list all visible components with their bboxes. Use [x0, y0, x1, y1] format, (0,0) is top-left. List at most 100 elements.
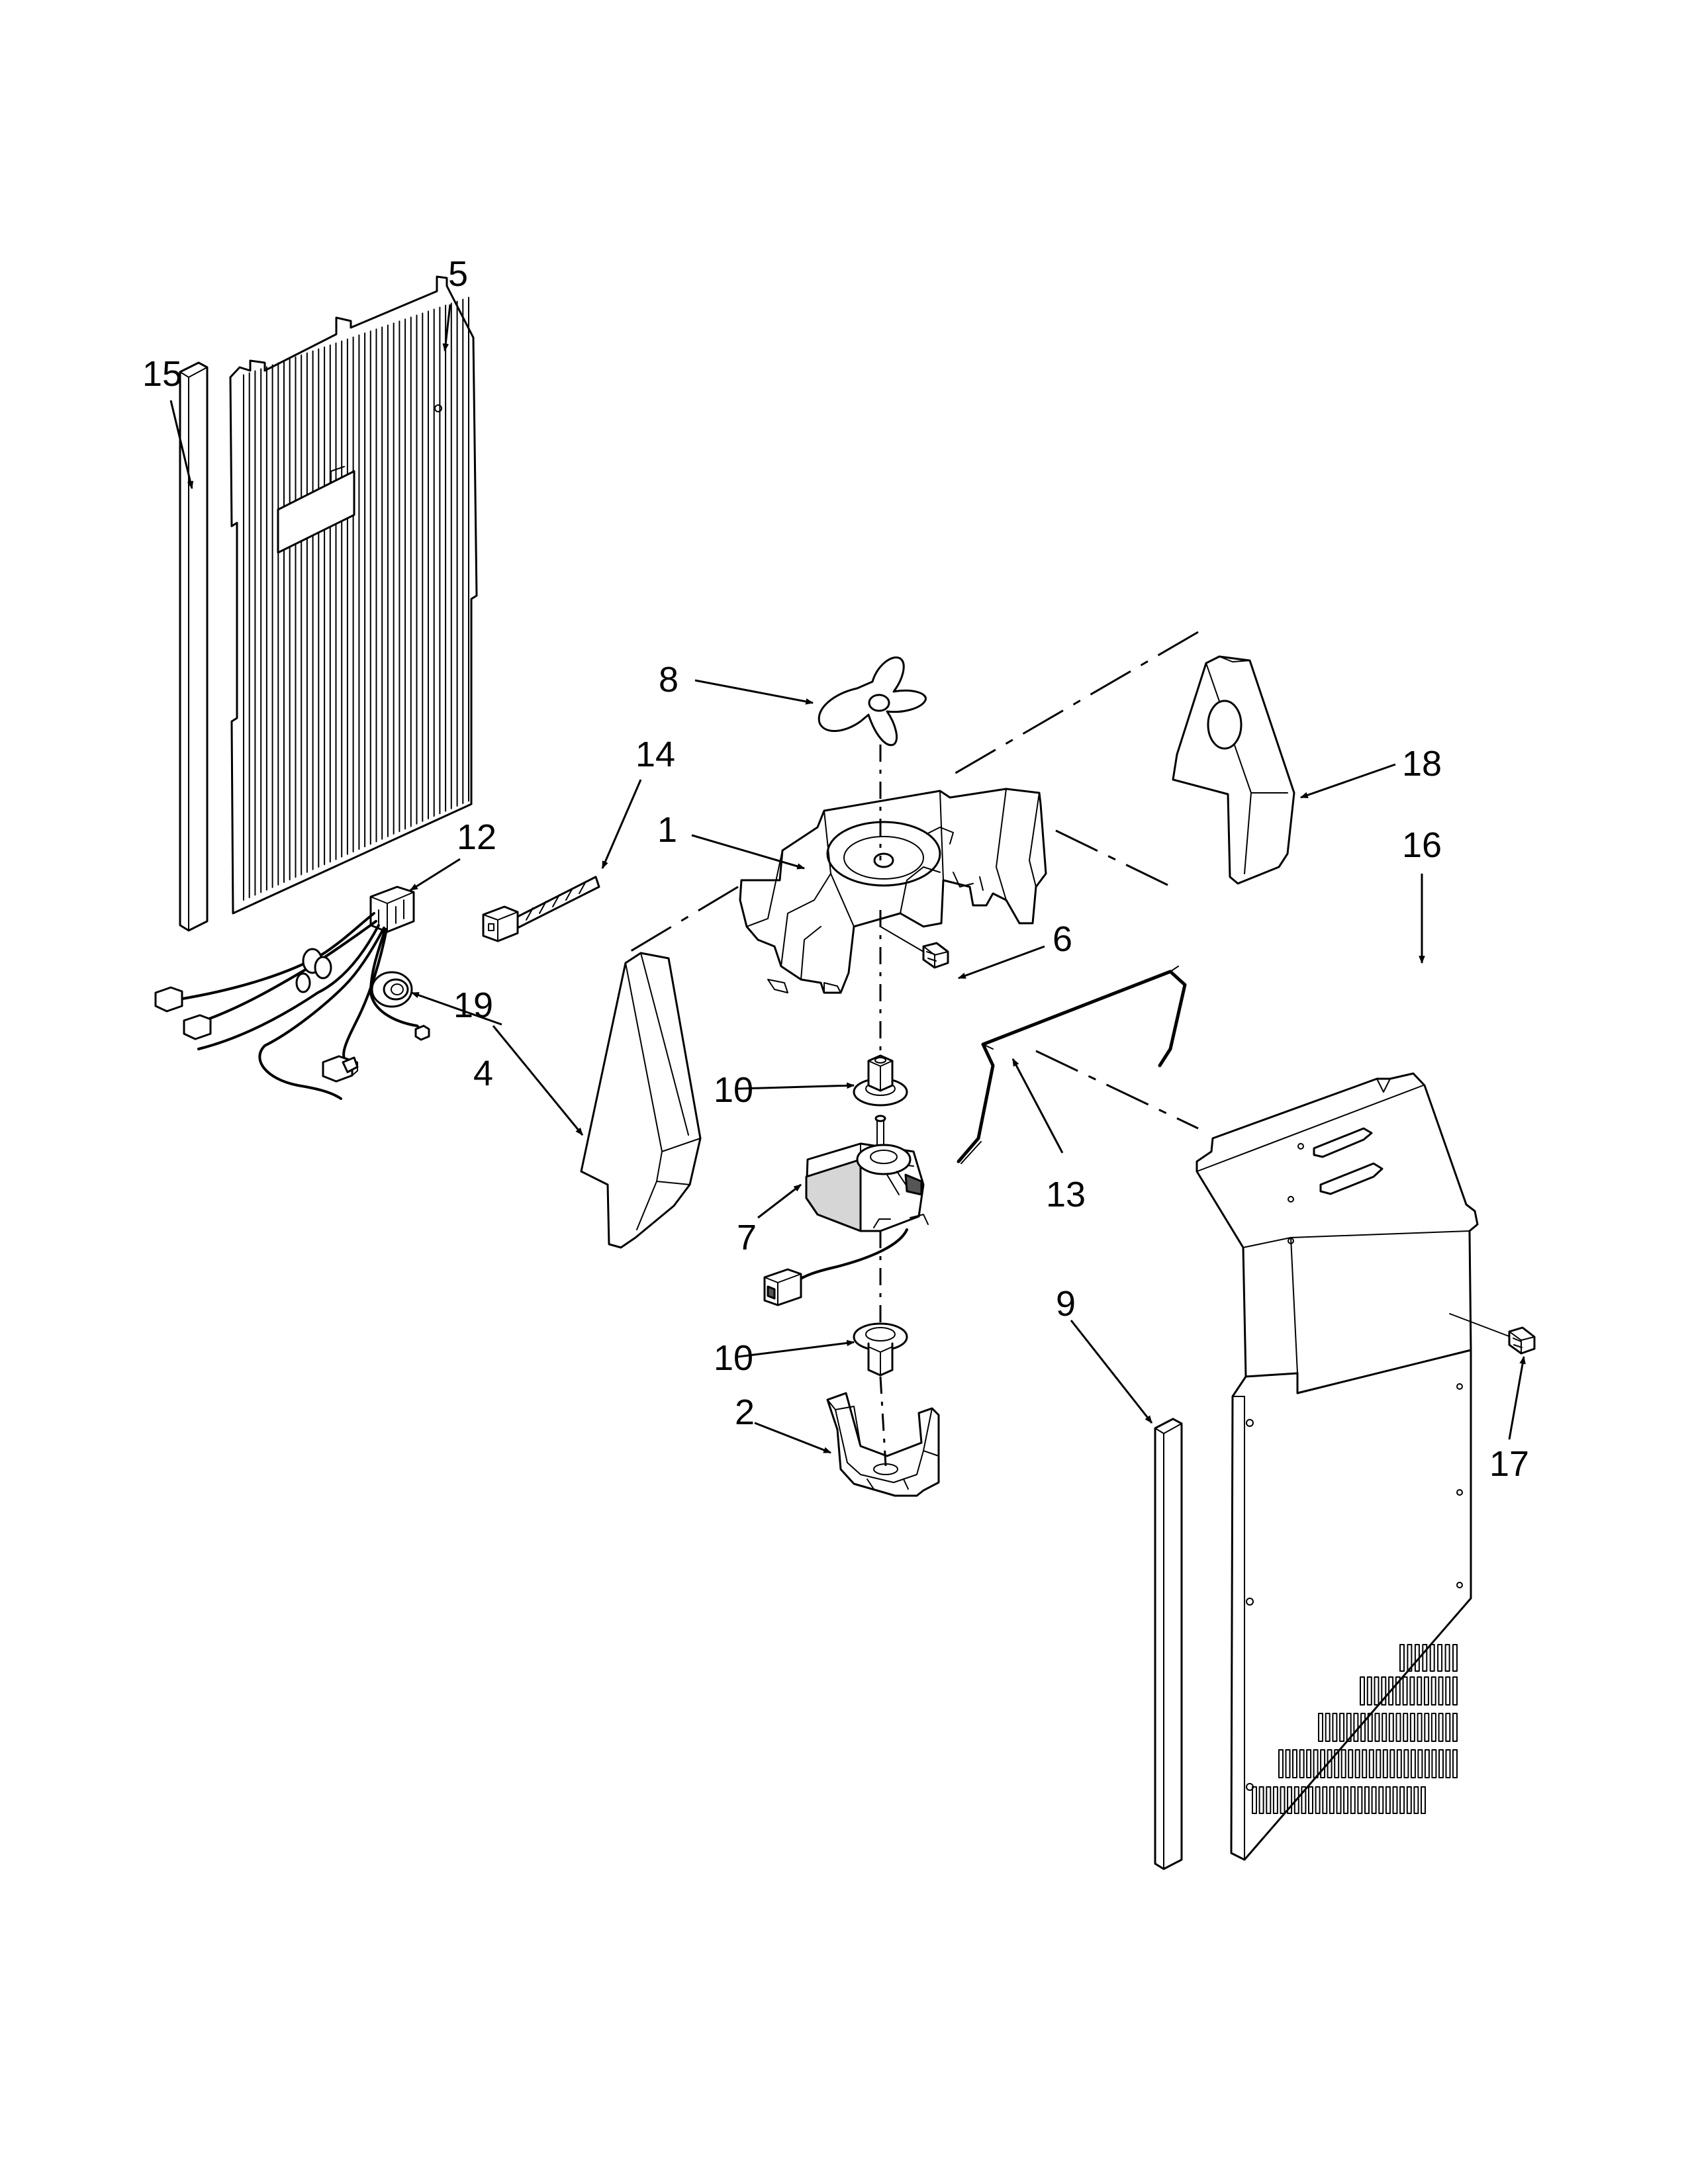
part-10-lower-grommet: [853, 1322, 908, 1377]
callout-8: 8: [659, 660, 679, 700]
callout-1: 1: [657, 810, 677, 850]
vent-slot: [1366, 1676, 1372, 1706]
vent-slot: [1445, 1749, 1451, 1778]
callout-2: 2: [735, 1392, 755, 1432]
part-5-evaporator-cover: [229, 275, 478, 915]
part-1-fan-shroud: [739, 788, 1047, 994]
part-16-air-duct: [1196, 1072, 1479, 1861]
vent-slot: [1409, 1713, 1415, 1742]
vent-slot: [1407, 1644, 1413, 1672]
vent-slot: [1431, 1749, 1437, 1778]
part-10-upper-grommet: [853, 1054, 908, 1107]
vent-slot: [1424, 1749, 1430, 1778]
vent-slot: [1403, 1713, 1409, 1742]
vent-slot: [1417, 1713, 1423, 1742]
vent-slot: [1367, 1713, 1373, 1742]
vent-slot: [1409, 1676, 1415, 1706]
part-7-fan-motor: [763, 1115, 929, 1306]
vent-slot: [1429, 1644, 1435, 1672]
vent-slot: [1272, 1786, 1278, 1814]
vent-slot: [1348, 1749, 1354, 1778]
callout-6: 6: [1053, 919, 1072, 959]
vent-slot: [1374, 1676, 1380, 1706]
vent-slot: [1396, 1749, 1402, 1778]
vent-slot: [1327, 1749, 1333, 1778]
vent-slot: [1414, 1644, 1420, 1672]
vent-slot: [1399, 1786, 1405, 1814]
part-12-wire-harness: [154, 886, 430, 1100]
assembly-lines: [627, 631, 1199, 1467]
vent-slot: [1445, 1676, 1451, 1706]
callout-18: 18: [1402, 744, 1442, 784]
vent-slot: [1371, 1786, 1377, 1814]
vent-slot: [1353, 1713, 1359, 1742]
vent-slot: [1388, 1676, 1394, 1706]
vent-slot: [1374, 1713, 1380, 1742]
vent-slot: [1320, 1749, 1326, 1778]
vent-slot: [1406, 1786, 1412, 1814]
callout-16: 16: [1402, 825, 1442, 865]
part-8-fan-blade: [818, 657, 927, 747]
vent-slot: [1308, 1786, 1313, 1814]
vent-slot: [1402, 1676, 1408, 1706]
part-18-right-baffle: [1172, 655, 1295, 885]
vent-slot: [1280, 1786, 1286, 1814]
callout-13: 13: [1046, 1175, 1086, 1214]
callout-10-upper: 10: [714, 1070, 753, 1110]
vent-slot: [1334, 1749, 1340, 1778]
vent-slot: [1395, 1713, 1401, 1742]
part-13-wire-support: [957, 966, 1187, 1164]
callout-12: 12: [457, 817, 496, 857]
vent-slot: [1385, 1786, 1391, 1814]
vent-slot: [1452, 1749, 1458, 1778]
callout-14: 14: [635, 735, 675, 774]
callout-10-lower: 10: [714, 1338, 753, 1378]
vent-slot: [1278, 1749, 1284, 1778]
vent-slot: [1399, 1644, 1405, 1672]
vent-slot: [1318, 1713, 1323, 1742]
vent-slot: [1395, 1676, 1401, 1706]
vent-slot: [1438, 1713, 1444, 1742]
vent-slot: [1423, 1676, 1429, 1706]
part-14-cable-tie: [482, 876, 600, 942]
vent-slot: [1332, 1713, 1338, 1742]
callout-numbers: 5 15 8 14 18 1 12 16 6 19 4 10 13 7 9 10…: [142, 254, 1529, 1484]
vent-slot: [1417, 1676, 1423, 1706]
callout-5: 5: [448, 254, 468, 294]
vent-slot: [1417, 1749, 1423, 1778]
vent-slot: [1378, 1786, 1384, 1814]
vent-slot: [1322, 1786, 1328, 1814]
vent-slot: [1403, 1749, 1409, 1778]
vent-slot: [1410, 1749, 1416, 1778]
vent-slot: [1325, 1713, 1331, 1742]
vent-slot: [1258, 1786, 1264, 1814]
vent-slot: [1293, 1786, 1299, 1814]
callout-15: 15: [142, 354, 182, 394]
callout-19: 19: [453, 985, 493, 1025]
vent-slot: [1452, 1676, 1458, 1706]
vent-slot: [1444, 1644, 1450, 1672]
vent-slot: [1350, 1786, 1356, 1814]
vent-slot: [1438, 1749, 1444, 1778]
part-6-screw: [880, 926, 949, 969]
vent-slot: [1452, 1644, 1458, 1672]
part-17-screw: [1449, 1313, 1536, 1355]
vent-slot: [1287, 1786, 1293, 1814]
vent-slot: [1357, 1786, 1363, 1814]
vent-slot: [1336, 1786, 1342, 1814]
vent-slot: [1430, 1676, 1436, 1706]
vent-slot: [1313, 1749, 1319, 1778]
vent-slot: [1346, 1713, 1352, 1742]
vent-slot: [1368, 1749, 1374, 1778]
vent-slot: [1437, 1644, 1443, 1672]
callout-7: 7: [737, 1218, 757, 1257]
vent-slot: [1301, 1786, 1307, 1814]
vent-slot: [1315, 1786, 1321, 1814]
vent-slot: [1452, 1713, 1458, 1742]
callout-4: 4: [473, 1054, 493, 1093]
vent-slot: [1252, 1786, 1257, 1814]
part-9-seal-strip: [1154, 1418, 1183, 1870]
vent-slot: [1343, 1786, 1349, 1814]
vent-slot: [1438, 1676, 1444, 1706]
